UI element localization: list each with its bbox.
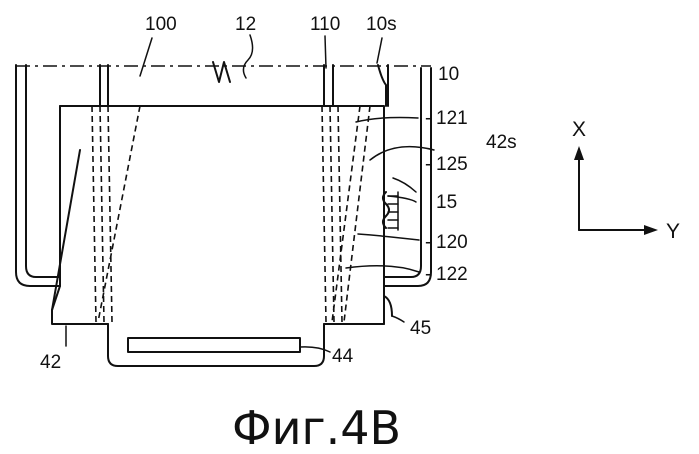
outer-wall-10	[16, 65, 431, 286]
label-15: 15	[436, 192, 457, 213]
label-110: 110	[310, 14, 340, 35]
label-122: 122	[436, 264, 468, 285]
y-axis-arrowhead	[644, 225, 658, 235]
tray-44	[108, 324, 324, 366]
label-dash-120: -	[425, 232, 431, 253]
label-dash-125: -	[425, 154, 431, 175]
label-100: 100	[145, 14, 177, 35]
label-125: 125	[436, 154, 468, 175]
x-axis-arrowhead	[574, 146, 584, 160]
label-10s: 10s	[366, 14, 397, 35]
label-42: 42	[40, 352, 61, 373]
label-45: 45	[410, 318, 431, 339]
label-120: 120	[436, 232, 468, 253]
label-dash-121: -	[425, 108, 431, 129]
label-10: 10	[438, 64, 459, 85]
label-42s: 42s	[486, 132, 517, 153]
label-dash-122: -	[425, 264, 431, 285]
spring-15	[383, 192, 398, 230]
x-axis-label: X	[572, 118, 586, 141]
label-121: 121	[436, 108, 468, 129]
coordinate-axes: X Y	[572, 118, 680, 243]
y-axis-label: Y	[666, 220, 680, 243]
label-44: 44	[332, 346, 354, 367]
dashed-hidden-lines	[92, 106, 370, 322]
figure-caption: Фиг.4B	[232, 401, 401, 454]
break-mark	[213, 62, 230, 82]
label-12: 12	[235, 14, 256, 35]
leader-lines	[66, 35, 434, 352]
